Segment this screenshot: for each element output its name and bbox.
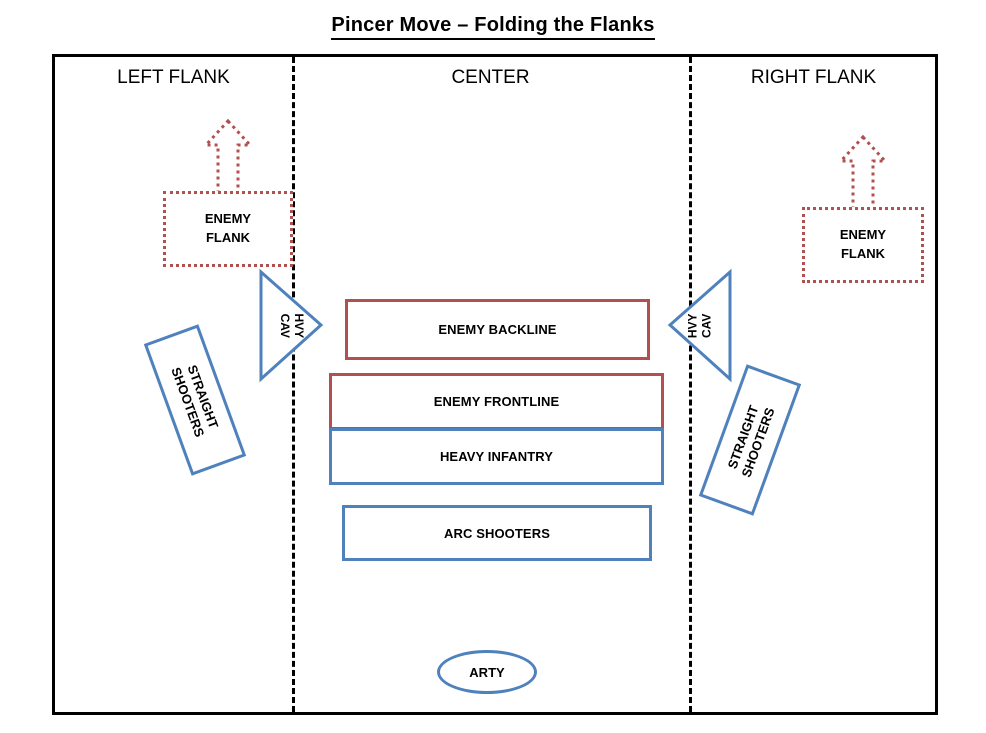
enemy-flank-label-left-line1: ENEMY [204,211,252,227]
heavy-cavalry-left: HVY CAV [258,268,324,383]
diagram-title-text: Pincer Move – Folding the Flanks [331,14,655,40]
enemy-flank-box-right: ENEMY FLANK [802,207,924,283]
cavalry-triangle-left-icon [259,268,324,383]
zone-divider-left [292,57,295,712]
enemy-flank-label-right-line1: ENEMY [839,227,887,243]
enemy-flank-box-left: ENEMY FLANK [163,191,293,267]
zone-label-center: CENTER [451,67,530,88]
zone-label-right-flank: RIGHT FLANK [750,67,877,88]
enemy-flank-label-left-line2: FLANK [205,230,251,245]
unit-artillery: ARTY [437,650,537,694]
diagram-title: Pincer Move – Folding the Flanks [0,14,986,40]
unit-enemy-backline: ENEMY BACKLINE [345,299,650,360]
unit-heavy-infantry: HEAVY INFANTRY [329,428,664,485]
heavy-cavalry-right: HVY CAV [667,268,733,383]
unit-enemy-frontline: ENEMY FRONTLINE [329,373,664,430]
flank-arrow-up-right-icon [835,133,891,213]
cavalry-triangle-right-icon [667,268,732,383]
zone-label-left-flank: LEFT FLANK [117,67,230,88]
enemy-flank-label-right-line2: FLANK [840,246,886,261]
unit-arc-shooters: ARC SHOOTERS [342,505,652,561]
zone-divider-right [689,57,692,712]
unit-straight-shooters-right: STRAIGHT SHOOTERS [698,364,802,516]
flank-arrow-up-left-icon [200,117,256,197]
unit-straight-shooters-left: STRAIGHT SHOOTERS [143,324,247,476]
battlefield-frame: LEFT FLANK CENTER RIGHT FLANK ENEMY FLAN… [52,54,938,715]
